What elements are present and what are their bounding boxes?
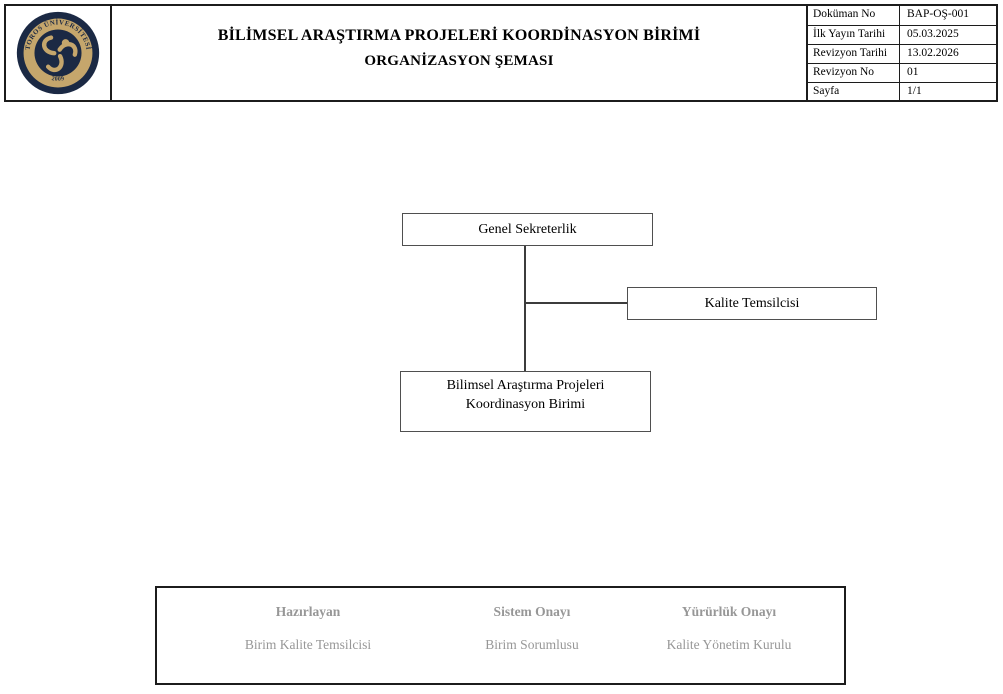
org-node-label-line1: Bilimsel Araştırma Projeleri xyxy=(446,378,605,393)
footer-col-title: Hazırlayan xyxy=(275,604,341,619)
connector-vertical xyxy=(524,246,526,372)
document-header: TOROS ÜNİVERSİTESİ 2009 BİLİMSEL ARAŞTIR… xyxy=(4,4,998,102)
footer-col-hazirlayan: Hazırlayan Birim Kalite Temsilcisi xyxy=(245,588,371,653)
org-node-label-line2: Koordinasyon Birimi xyxy=(465,397,586,412)
org-node-kalite-temsilcisi: Kalite Temsilcisi xyxy=(627,287,877,320)
approval-footer: Hazırlayan Birim Kalite Temsilcisi Siste… xyxy=(155,586,846,685)
meta-value: 13.02.2026 xyxy=(907,47,959,59)
org-node-label: Genel Sekreterlik xyxy=(478,221,577,237)
document-meta-table: Doküman No BAP-OŞ-001 İlk Yayın Tarihi 0… xyxy=(806,6,996,100)
meta-value: 1/1 xyxy=(907,85,922,97)
connector-horizontal xyxy=(525,302,628,304)
document-title: BİLİMSEL ARAŞTIRMA PROJELERİ KOORDİNASYO… xyxy=(217,27,701,44)
svg-text:2009: 2009 xyxy=(51,76,65,83)
logo-swirl-dot xyxy=(61,39,70,47)
footer-col-value: Kalite Yönetim Kurulu xyxy=(666,637,792,652)
footer-col-title: Sistem Onayı xyxy=(493,604,571,619)
meta-row-revizyon-no: Revizyon No 01 xyxy=(808,63,996,82)
meta-label: Sayfa xyxy=(808,83,900,100)
meta-label: Doküman No xyxy=(808,6,900,25)
meta-label: Revizyon No xyxy=(808,64,900,82)
meta-label: İlk Yayın Tarihi xyxy=(808,26,900,44)
footer-col-yururluk-onayi: Yürürlük Onayı Kalite Yönetim Kurulu xyxy=(667,588,792,653)
org-node-genel-sekreterlik: Genel Sekreterlik xyxy=(402,213,653,246)
meta-row-dokuman-no: Doküman No BAP-OŞ-001 xyxy=(808,6,996,25)
meta-value: 01 xyxy=(907,66,919,78)
org-node-bap-koordinasyon-birimi: Bilimsel Araştırma Projeleri Koordinasyo… xyxy=(400,371,651,432)
footer-col-sistem-onayi: Sistem Onayı Birim Sorumlusu xyxy=(485,588,578,653)
logo-cell: TOROS ÜNİVERSİTESİ 2009 xyxy=(6,6,112,100)
footer-col-title: Yürürlük Onayı xyxy=(681,604,777,619)
meta-row-revizyon-tarihi: Revizyon Tarihi 13.02.2026 xyxy=(808,44,996,63)
footer-col-value: Birim Kalite Temsilcisi xyxy=(244,637,372,652)
meta-row-sayfa: Sayfa 1/1 xyxy=(808,82,996,100)
university-logo-icon: TOROS ÜNİVERSİTESİ 2009 xyxy=(16,11,100,95)
logo-year-text: 2009 xyxy=(51,76,65,83)
title-cell: BİLİMSEL ARAŞTIRMA PROJELERİ KOORDİNASYO… xyxy=(112,6,806,100)
meta-value: BAP-OŞ-001 xyxy=(907,8,969,20)
footer-col-value: Birim Sorumlusu xyxy=(485,637,579,652)
meta-value: 05.03.2025 xyxy=(907,28,959,40)
logo-swirl-icon xyxy=(42,35,78,73)
org-node-label: Kalite Temsilcisi xyxy=(704,295,800,311)
document-subtitle: ORGANİZASYON ŞEMASI xyxy=(364,53,554,69)
meta-row-ilk-yayin-tarihi: İlk Yayın Tarihi 05.03.2025 xyxy=(808,25,996,44)
meta-label: Revizyon Tarihi xyxy=(808,45,900,63)
